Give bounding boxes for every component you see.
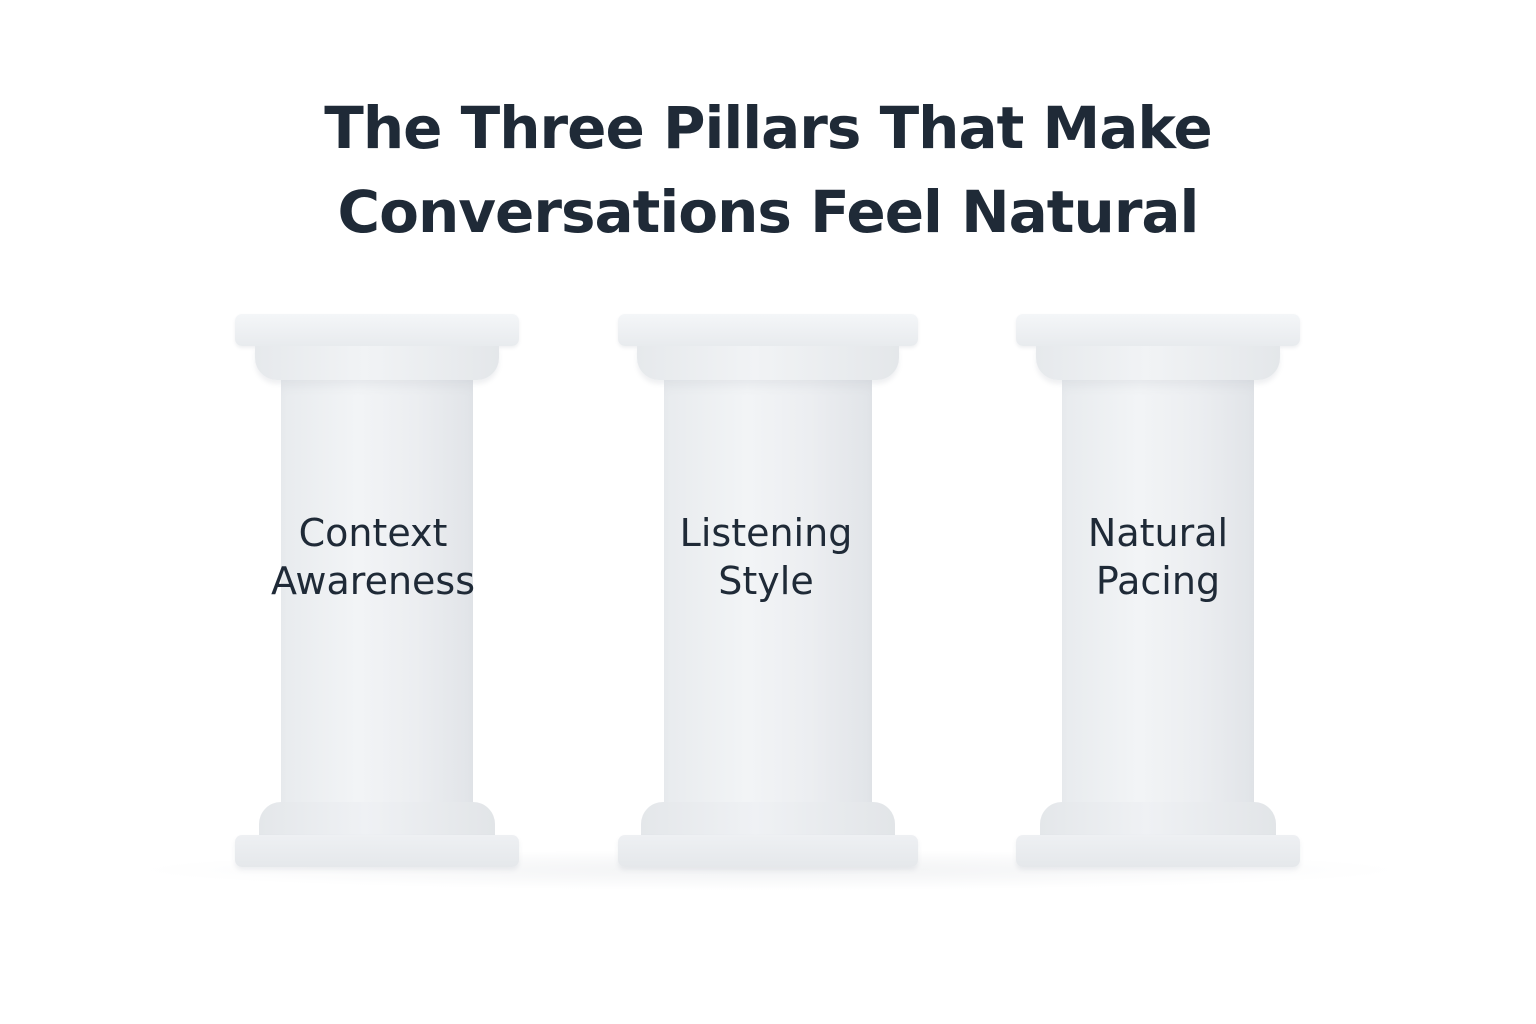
pillar-shaft: [1062, 380, 1254, 802]
pillar-capital: [637, 346, 899, 380]
pillar-shaft: [664, 380, 872, 802]
pillar-label: Natural Pacing: [1016, 509, 1300, 605]
pillar-base-plinth: [1016, 835, 1300, 867]
pillar-base-upper: [1040, 802, 1276, 836]
pillar-capital-slab: [235, 314, 519, 346]
pillar-capital-slab: [618, 314, 918, 346]
pillar-base-plinth: [618, 835, 918, 867]
pillar-natural-pacing: Natural Pacing: [1016, 314, 1300, 867]
pillar-base-plinth: [235, 835, 519, 867]
pillar-label-line-2: Awareness: [270, 559, 476, 603]
pillar-shaft: [281, 380, 473, 802]
pillar-label-line-2: Pacing: [1095, 559, 1221, 603]
pillar-context-awareness: Context Awareness: [235, 314, 519, 867]
title-line-2: Conversations Feel Natural: [337, 178, 1200, 246]
pillar-base-upper: [641, 802, 895, 836]
pillar-label-line-1: Natural: [1087, 511, 1229, 555]
pillar-label-line-1: Context: [298, 511, 448, 555]
pillar-capital: [255, 346, 499, 380]
pillar-capital-slab: [1016, 314, 1300, 346]
pillar-label: Listening Style: [616, 509, 916, 605]
pillar-capital: [1036, 346, 1280, 380]
pillar-label: Context Awareness: [231, 509, 515, 605]
title-line-1: The Three Pillars That Make: [324, 94, 1212, 162]
pillar-label-line-2: Style: [718, 559, 814, 603]
pillar-label-line-1: Listening: [679, 511, 853, 555]
pillar-base-upper: [259, 802, 495, 836]
diagram-title: The Three Pillars That Make Conversation…: [0, 86, 1536, 254]
pillar-listening-style: Listening Style: [618, 314, 918, 867]
